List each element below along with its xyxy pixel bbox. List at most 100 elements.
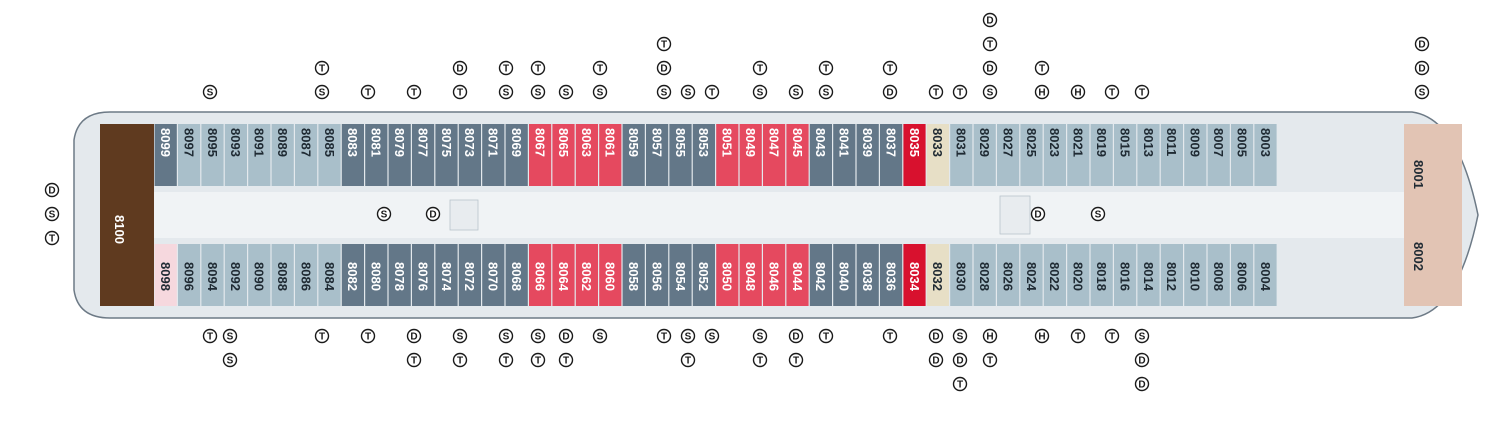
cabin-8011[interactable] (1160, 124, 1183, 186)
cabin-8021[interactable] (1067, 124, 1090, 186)
cabin-8069[interactable] (505, 124, 528, 186)
amenity-icon: T (558, 352, 574, 368)
cabin-8066[interactable] (529, 244, 552, 306)
cabin-8045[interactable] (786, 124, 809, 186)
cabin-8004[interactable] (1254, 244, 1277, 306)
cabin-8047[interactable] (763, 124, 786, 186)
cabin-8090[interactable] (248, 244, 271, 306)
cabin-8033[interactable] (926, 124, 949, 186)
cabin-8025[interactable] (1020, 124, 1043, 186)
cabin-8071[interactable] (482, 124, 505, 186)
cabin-8075[interactable] (435, 124, 458, 186)
cabin-8089[interactable] (271, 124, 294, 186)
cabin-8026[interactable] (997, 244, 1020, 306)
cabin-8023[interactable] (1043, 124, 1066, 186)
cabin-8008[interactable] (1207, 244, 1230, 306)
cabin-8027[interactable] (997, 124, 1020, 186)
cabin-8030[interactable] (950, 244, 973, 306)
cabin-8067[interactable] (529, 124, 552, 186)
cabin-8099[interactable] (154, 124, 177, 186)
cabin-8060[interactable] (599, 244, 622, 306)
cabin-8005[interactable] (1231, 124, 1254, 186)
cabin-8068[interactable] (505, 244, 528, 306)
cabin-8029[interactable] (973, 124, 996, 186)
cabin-8086[interactable] (295, 244, 318, 306)
cabin-8078[interactable] (388, 244, 411, 306)
cabin-8091[interactable] (248, 124, 271, 186)
cabin-8061[interactable] (599, 124, 622, 186)
cabin-8014[interactable] (1137, 244, 1160, 306)
cabin-8081[interactable] (365, 124, 388, 186)
cabin-8012[interactable] (1160, 244, 1183, 306)
cabin-8092[interactable] (224, 244, 247, 306)
cabin-8056[interactable] (646, 244, 669, 306)
cabin-8036[interactable] (880, 244, 903, 306)
cabin-8038[interactable] (856, 244, 879, 306)
cabin-8051[interactable] (716, 124, 739, 186)
cabin-8084[interactable] (318, 244, 341, 306)
cabin-8016[interactable] (1114, 244, 1137, 306)
cabin-8015[interactable] (1114, 124, 1137, 186)
cabin-8035[interactable] (903, 124, 926, 186)
cabin-8046[interactable] (763, 244, 786, 306)
cabin-8034[interactable] (903, 244, 926, 306)
cabin-8028[interactable] (973, 244, 996, 306)
cabin-8055[interactable] (669, 124, 692, 186)
cabin-8007[interactable] (1207, 124, 1230, 186)
cabin-8072[interactable] (458, 244, 481, 306)
cabin-8064[interactable] (552, 244, 575, 306)
cabin-8074[interactable] (435, 244, 458, 306)
cabin-8097[interactable] (178, 124, 201, 186)
svg-text:S: S (535, 332, 542, 343)
cabin-8057[interactable] (646, 124, 669, 186)
cabin-8018[interactable] (1090, 244, 1113, 306)
cabin-8062[interactable] (575, 244, 598, 306)
cabin-8049[interactable] (739, 124, 762, 186)
cabin-8048[interactable] (739, 244, 762, 306)
cabin-8096[interactable] (178, 244, 201, 306)
aft-suite-8100[interactable] (100, 124, 154, 306)
cabin-8077[interactable] (412, 124, 435, 186)
cabin-8088[interactable] (271, 244, 294, 306)
cabin-8058[interactable] (622, 244, 645, 306)
cabin-8031[interactable] (950, 124, 973, 186)
cabin-8073[interactable] (458, 124, 481, 186)
cabin-8053[interactable] (692, 124, 715, 186)
cabin-8043[interactable] (809, 124, 832, 186)
cabin-8054[interactable] (669, 244, 692, 306)
cabin-8065[interactable] (552, 124, 575, 186)
cabin-8039[interactable] (856, 124, 879, 186)
cabin-8083[interactable] (341, 124, 364, 186)
cabin-8059[interactable] (622, 124, 645, 186)
cabin-8098[interactable] (154, 244, 177, 306)
cabin-8079[interactable] (388, 124, 411, 186)
cabin-8050[interactable] (716, 244, 739, 306)
cabin-8042[interactable] (809, 244, 832, 306)
cabin-8032[interactable] (926, 244, 949, 306)
cabin-8003[interactable] (1254, 124, 1277, 186)
cabin-8052[interactable] (692, 244, 715, 306)
cabin-8037[interactable] (880, 124, 903, 186)
cabin-8076[interactable] (412, 244, 435, 306)
cabin-8082[interactable] (341, 244, 364, 306)
cabin-8009[interactable] (1184, 124, 1207, 186)
cabin-8024[interactable] (1020, 244, 1043, 306)
cabin-8020[interactable] (1067, 244, 1090, 306)
cabin-8093[interactable] (224, 124, 247, 186)
cabin-8006[interactable] (1231, 244, 1254, 306)
cabin-8085[interactable] (318, 124, 341, 186)
cabin-8013[interactable] (1137, 124, 1160, 186)
cabin-8095[interactable] (201, 124, 224, 186)
cabin-8022[interactable] (1043, 244, 1066, 306)
cabin-8087[interactable] (295, 124, 318, 186)
cabin-8010[interactable] (1184, 244, 1207, 306)
cabin-8040[interactable] (833, 244, 856, 306)
cabin-8044[interactable] (786, 244, 809, 306)
cabin-8094[interactable] (201, 244, 224, 306)
cabin-8041[interactable] (833, 124, 856, 186)
cabin-8063[interactable] (575, 124, 598, 186)
forward-suite-area[interactable] (1404, 124, 1462, 306)
cabin-8019[interactable] (1090, 124, 1113, 186)
cabin-8080[interactable] (365, 244, 388, 306)
cabin-8070[interactable] (482, 244, 505, 306)
